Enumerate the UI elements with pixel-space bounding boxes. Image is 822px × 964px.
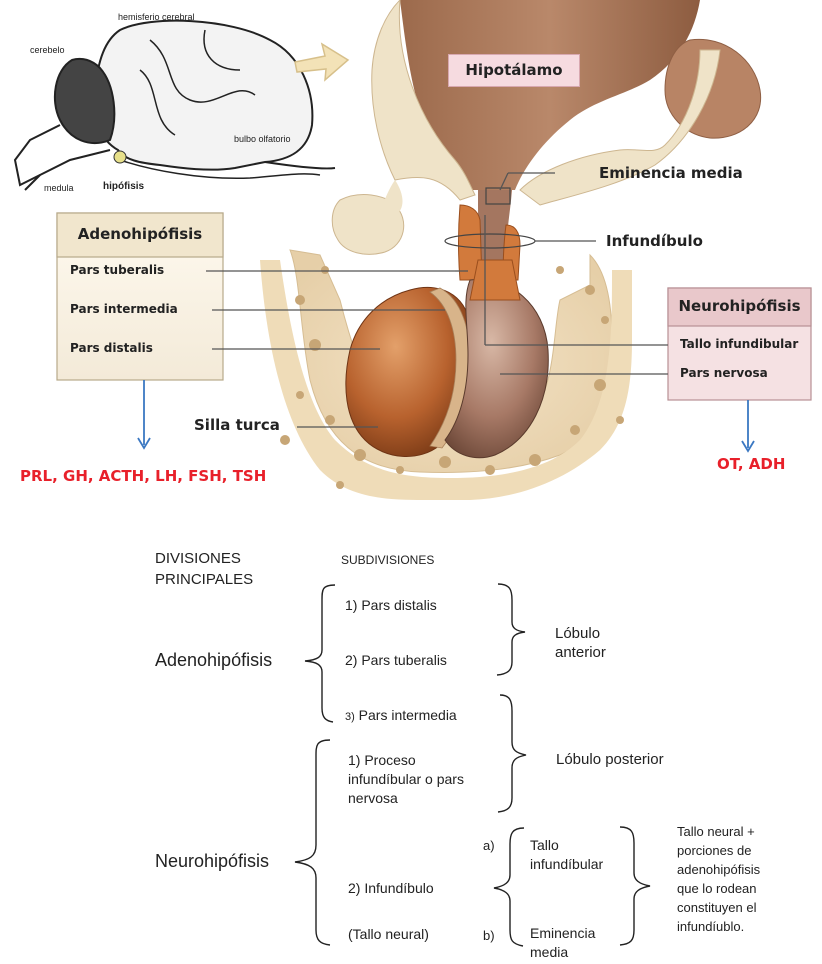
label-bulbo: bulbo olfatorio <box>234 134 291 144</box>
neuro-item-tallo: Tallo infundibular <box>680 337 798 351</box>
sub-proceso-infundibular: 1) Proceso infundíbular o pars nervosa <box>348 751 464 808</box>
hypothalamus <box>332 0 760 254</box>
sub-pars-intermedia: 3) Pars intermedia <box>345 706 457 727</box>
adeno-hormones: PRL, GH, ACTH, LH, FSH, TSH <box>20 467 266 485</box>
adeno-box-title: Adenohipófisis <box>57 225 223 243</box>
label-hipofisis: hipófisis <box>103 181 144 192</box>
sub-pars-tuberalis: 2) Pars tuberalis <box>345 651 447 670</box>
table-col1-header: DIVISIONES PRINCIPALES <box>155 548 253 590</box>
neuro-hormones: OT, ADH <box>717 455 785 473</box>
label-eminencia-media: Eminencia media <box>599 164 743 182</box>
infundibulo-note: Tallo neural + porciones de adenohipófis… <box>677 822 760 936</box>
label-cerebelo: cerebelo <box>30 45 65 55</box>
sub-eminencia-media: Eminencia media <box>530 924 595 962</box>
label-hipotalamo: Hipotálamo <box>448 54 580 87</box>
sub-tallo-infundibular: Tallo infundíbular <box>530 836 603 874</box>
sub-tallo-neural: (Tallo neural) <box>348 925 429 944</box>
table-col2-header: SUBDIVISIONES <box>341 552 434 569</box>
label-silla-turca: Silla turca <box>194 416 280 434</box>
sub-pars-distalis: 1) Pars distalis <box>345 596 437 615</box>
division-adeno: Adenohipófisis <box>155 650 272 671</box>
label-infundibulo: Infundíbulo <box>606 232 703 250</box>
division-neuro: Neurohipófisis <box>155 851 269 872</box>
mark-b: b) <box>483 926 495 945</box>
adeno-item-tuberalis: Pars tuberalis <box>70 263 164 277</box>
sub-infundibulo: 2) Infundíbulo <box>348 879 434 898</box>
neuro-item-pars-nervosa: Pars nervosa <box>680 366 768 380</box>
neuro-box-title: Neurohipófisis <box>668 297 811 315</box>
label-medula: medula <box>44 183 74 193</box>
mark-a: a) <box>483 836 495 855</box>
label-hemisferio: hemisferio cerebral <box>118 12 195 22</box>
adeno-item-intermedia: Pars intermedia <box>70 302 178 316</box>
adeno-item-distalis: Pars distalis <box>70 341 153 355</box>
lobulo-anterior: Lóbulo anterior <box>555 624 606 662</box>
lobulo-posterior: Lóbulo posterior <box>556 750 664 769</box>
